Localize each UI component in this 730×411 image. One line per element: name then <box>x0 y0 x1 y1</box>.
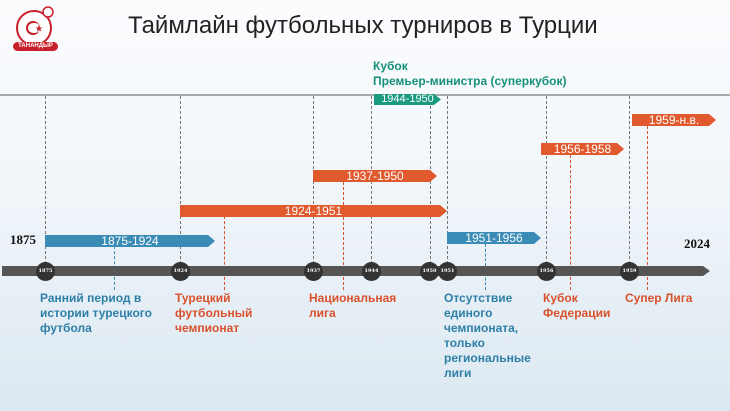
label-line: футбольный <box>175 306 253 320</box>
label-federation-cup: Кубок Федерации <box>543 291 610 321</box>
label-line: чемпионата, <box>444 321 519 335</box>
supercup-label-line1: Кубок <box>373 59 408 73</box>
start-year: 1875 <box>10 232 36 247</box>
label-national-league: Национальная лига <box>309 291 396 321</box>
end-year: 2024 <box>684 236 710 251</box>
label-line: Национальная <box>309 291 397 305</box>
year-marker: 1950 <box>420 262 439 281</box>
label-line: Федерации <box>543 306 611 320</box>
label-line: Кубок <box>543 291 578 305</box>
logo: ТАНАНДЫР <box>8 4 62 62</box>
label-super-league: Супер Лига <box>625 291 692 306</box>
label-line: Отсутствие <box>444 291 513 305</box>
top-divider <box>0 94 730 96</box>
logo-text: ТАНАНДЫР <box>18 43 53 49</box>
year-marker: 1951 <box>438 262 457 281</box>
label-line: лиги <box>444 366 472 380</box>
connector-federation <box>570 155 571 290</box>
guide-1924 <box>180 96 181 264</box>
page-title: Таймлайн футбольных турниров в Турции <box>128 12 598 39</box>
guide-1959 <box>629 96 630 264</box>
label-line: единого <box>444 306 493 320</box>
connector-champ <box>224 216 225 290</box>
label-no-championship: Отсутствие единого чемпионата, только ре… <box>444 291 531 381</box>
guide-1951 <box>447 96 448 264</box>
label-line: региональные <box>444 351 531 365</box>
bar-1875-1924: 1875-1924 <box>45 235 215 247</box>
timeline-axis <box>2 266 710 276</box>
bar-1956-1958: 1956-1958 <box>541 143 624 155</box>
year-marker: 1937 <box>304 262 323 281</box>
bar-1951-1956: 1951-1956 <box>447 232 541 244</box>
label-line: футбола <box>40 321 92 335</box>
label-turkish-championship: Турецкий футбольный чемпионат <box>175 291 252 336</box>
label-early-period: Ранний период в истории турецкого футбол… <box>40 291 152 336</box>
year-marker: 1944 <box>362 262 381 281</box>
supercup-label-line2: Премьер-министра (суперкубок) <box>373 74 567 88</box>
label-line: только <box>444 336 485 350</box>
year-marker: 1959 <box>620 262 639 281</box>
label-line: Турецкий <box>175 291 231 305</box>
label-line: Ранний период в <box>40 291 142 305</box>
bar-1959-now: 1959-н.в. <box>632 114 716 126</box>
year-marker: 1924 <box>171 262 190 281</box>
bar-1924-1951: 1924-1951 <box>180 205 447 217</box>
year-marker: 1875 <box>36 262 55 281</box>
label-line: чемпионат <box>175 321 240 335</box>
year-marker: 1956 <box>537 262 556 281</box>
guide-1875 <box>45 96 46 264</box>
connector-super <box>647 126 648 290</box>
supercup-label: Кубок Премьер-министра (суперкубок) <box>373 59 567 89</box>
label-line: истории турецкого <box>40 306 152 320</box>
bar-1937-1950: 1937-1950 <box>313 170 437 182</box>
connector-national <box>343 182 344 290</box>
guide-1956 <box>546 96 547 264</box>
label-line: лига <box>309 306 336 320</box>
bar-1944-1950: 1944-1950 <box>374 94 441 105</box>
label-line: Супер Лига <box>625 291 693 305</box>
